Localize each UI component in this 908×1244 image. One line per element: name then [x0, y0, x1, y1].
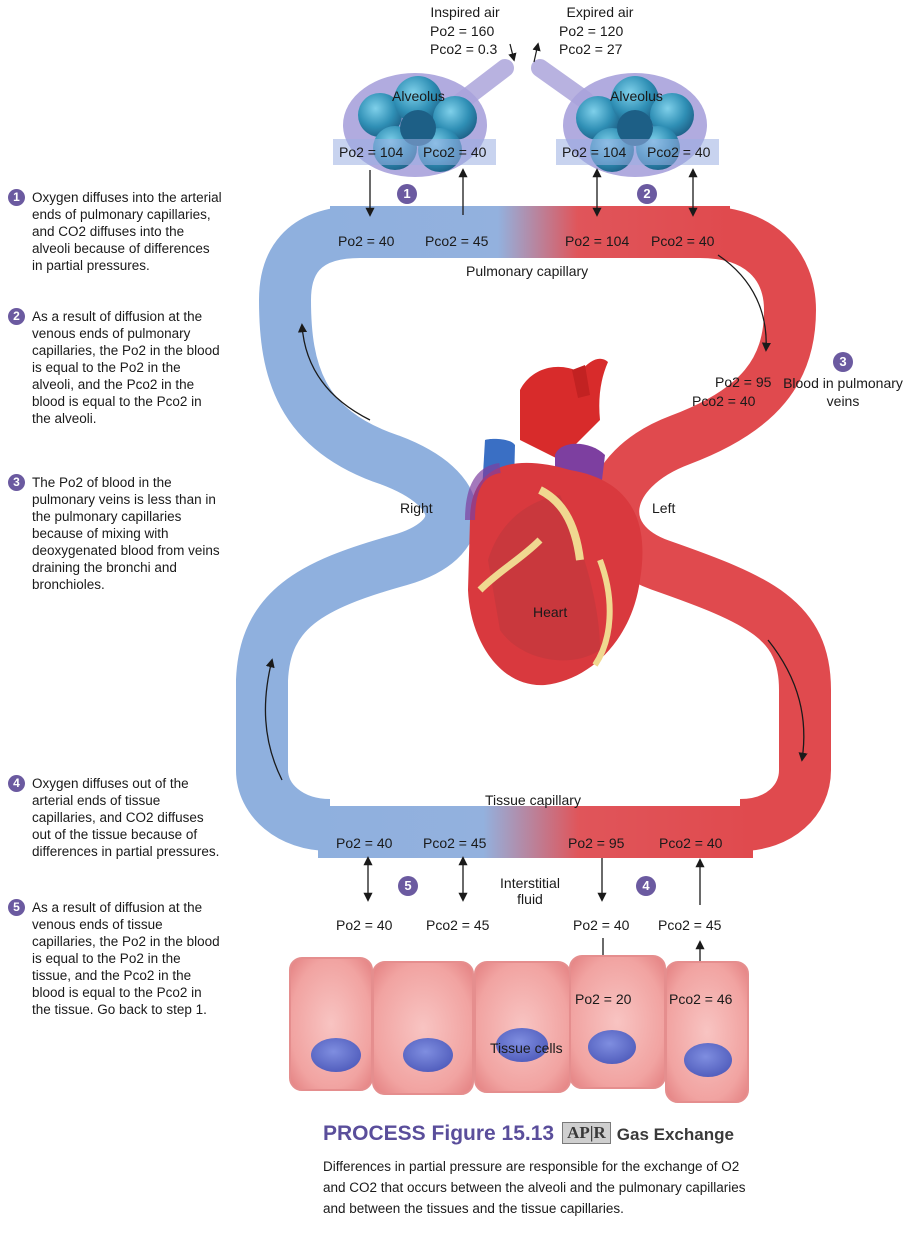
interstitial-po2-right: Po2 = 40: [573, 917, 630, 933]
step-1-badge: 1: [8, 189, 25, 206]
pulmonary-left-po2: Po2 = 40: [338, 233, 395, 249]
expired-pco2: Pco2 = 27: [559, 41, 623, 57]
step-2: 2 As a result of diffusion at the venous…: [8, 308, 223, 427]
tissue-capillary: [318, 806, 753, 858]
step-1-text: Oxygen diffuses into the arterial ends o…: [32, 190, 222, 273]
alveolus-right-label: Alveolus: [610, 88, 663, 104]
step-5: 5 As a result of diffusion at the venous…: [8, 899, 223, 1018]
interstitial-pco2-left: Pco2 = 45: [426, 917, 490, 933]
flow-arrow-left-top: [297, 323, 371, 421]
inspired-arrow: [508, 43, 517, 62]
pulmonary-veins-pco2: Pco2 = 40: [692, 393, 756, 409]
figure-subtitle: Gas Exchange: [616, 1125, 734, 1144]
step-badge-4: 4: [636, 876, 656, 896]
step-4-text: Oxygen diffuses out of the arterial ends…: [32, 776, 220, 859]
inspired-air-title: Inspired air: [430, 4, 500, 20]
interstitial-fluid-label: Interstitial fluid: [500, 875, 560, 907]
heart-left-label: Left: [652, 500, 676, 516]
tissue-cap-left-po2: Po2 = 40: [336, 835, 393, 851]
pulmonary-left-pco2: Pco2 = 45: [425, 233, 489, 249]
pulmonary-veins-po2: Po2 = 95: [715, 374, 772, 390]
tissue-cap-left-pco2: Pco2 = 45: [423, 835, 487, 851]
expired-arrow: [532, 42, 541, 63]
interstitial-pco2-right: Pco2 = 45: [658, 917, 722, 933]
flow-arrow-right-top: [717, 254, 771, 352]
tissue-pco2: Pco2 = 46: [669, 991, 733, 1007]
inspired-po2: Po2 = 160: [430, 23, 495, 39]
tissue-cells-label: Tissue cells: [490, 1040, 563, 1056]
tissue-capillary-label: Tissue capillary: [485, 792, 581, 808]
step-3-text: The Po2 of blood in the pulmonary veins …: [32, 475, 220, 592]
step-2-text: As a result of diffusion at the venous e…: [32, 309, 220, 426]
figure-number: PROCESS Figure 15.13: [323, 1122, 555, 1145]
arterial-vessel-right: [587, 206, 831, 851]
step-5-text: As a result of diffusion at the venous e…: [32, 900, 220, 1017]
step-4-badge: 4: [8, 775, 25, 792]
heart-illustration: [465, 358, 643, 686]
tissue-cells: [289, 955, 749, 1103]
heart-label: Heart: [533, 604, 568, 620]
tissue-cap-right-pco2: Pco2 = 40: [659, 835, 723, 851]
step-2-badge: 2: [8, 308, 25, 325]
step-1: 1 Oxygen diffuses into the arterial ends…: [8, 189, 223, 274]
tissue-po2: Po2 = 20: [575, 991, 632, 1007]
inspired-pco2: Pco2 = 0.3: [430, 41, 498, 57]
figure-caption-title: PROCESS Figure 15.13 AP|R Gas Exchange: [323, 1122, 734, 1146]
venous-vessel-left: [236, 206, 478, 851]
step-3: 3 The Po2 of blood in the pulmonary vein…: [8, 474, 223, 593]
alveolus-right-po2: Po2 = 104: [562, 144, 627, 160]
interstitial-po2-left: Po2 = 40: [336, 917, 393, 933]
expired-po2: Po2 = 120: [559, 23, 624, 39]
tissue-cap-right-po2: Po2 = 95: [568, 835, 625, 851]
pulmonary-capillary-label: Pulmonary capillary: [466, 263, 589, 279]
alveolus-left-pressure-bar: [333, 139, 496, 165]
figure-caption-body: Differences in partial pressure are resp…: [323, 1159, 746, 1216]
pulmonary-veins-label: Blood in pulmonary veins: [783, 375, 903, 409]
step-badge-5: 5: [398, 876, 418, 896]
alveolus-left-po2: Po2 = 104: [339, 144, 404, 160]
expired-air-title: Expired air: [566, 4, 634, 20]
alveolus-right-pco2: Pco2 = 40: [647, 144, 711, 160]
heart-right-label: Right: [400, 500, 433, 516]
pulmonary-capillary: [330, 206, 730, 258]
flow-arrow-right-bottom: [767, 639, 808, 762]
step-3-badge: 3: [8, 474, 25, 491]
flow-arrow-left-bottom: [264, 658, 283, 781]
pulmonary-right-po2: Po2 = 104: [565, 233, 630, 249]
step-5-badge: 5: [8, 899, 25, 916]
step-4: 4 Oxygen diffuses out of the arterial en…: [8, 775, 223, 860]
alveolus-left-label: Alveolus: [392, 88, 445, 104]
alveolus-left-pco2: Pco2 = 40: [423, 144, 487, 160]
step-badge-1: 1: [397, 184, 417, 204]
alveolus-right-pressure-bar: [556, 139, 719, 165]
pulmonary-right-pco2: Pco2 = 40: [651, 233, 715, 249]
apr-badge: AP|R: [562, 1122, 611, 1144]
step-badge-3: 3: [833, 352, 853, 372]
step-badge-2: 2: [637, 184, 657, 204]
